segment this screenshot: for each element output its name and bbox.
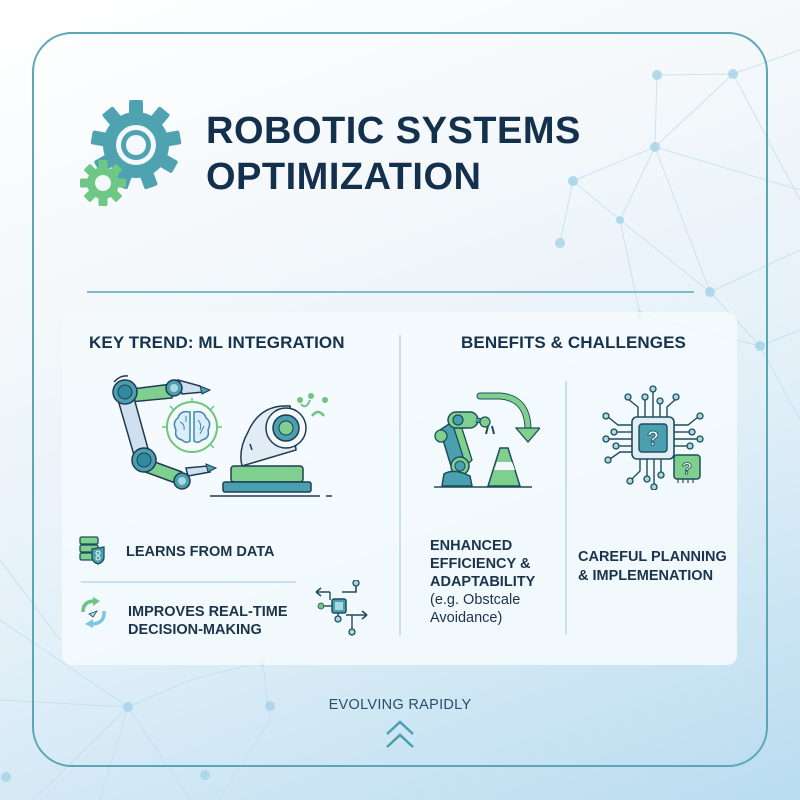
title-line-1: ROBOTIC SYSTEMS (206, 110, 581, 152)
gears-icon (80, 100, 182, 206)
improves-decision-label: IMPROVES REAL-TIME DECISION-MAKING (128, 603, 288, 639)
title-line-2: OPTIMIZATION (206, 156, 482, 198)
benefit-challenge-divider (565, 381, 567, 634)
circuit-decision-icon (315, 580, 368, 636)
benefit-example-1: (e.g. Obstcale (430, 592, 521, 608)
svg-text:?: ? (647, 428, 659, 450)
improves-line-1: IMPROVES REAL-TIME (128, 604, 288, 620)
benefit-example-2: Avoidance) (430, 610, 503, 626)
benefit-line-1: ENHANCED (430, 538, 513, 554)
benefit-line-2: EFFICIENCY & (430, 556, 531, 572)
svg-text:?: ? (682, 459, 692, 478)
robot-arm-brain-camera-illustration (112, 375, 332, 497)
improves-line-2: DECISION-MAKING (128, 622, 262, 638)
challenge-line-2: & IMPLEMENATION (578, 568, 714, 584)
double-chevron-up-icon (386, 720, 414, 748)
key-trend-title: KEY TREND: ML INTEGRATION (89, 333, 345, 352)
benefit-text: ENHANCED EFFICIENCY & ADAPTABILITY (e.g.… (430, 537, 535, 627)
content-frame (32, 32, 768, 767)
benefit-line-3: ADAPTABILITY (430, 574, 536, 590)
data-server-shield-icon (79, 536, 105, 565)
item-divider (81, 581, 296, 583)
header-divider (87, 291, 694, 293)
chip-question-icon: ? ? (602, 385, 704, 490)
footer-label: EVOLVING RAPIDLY (328, 697, 472, 713)
challenge-line-1: CAREFUL PLANNING (578, 549, 727, 565)
challenge-text: CAREFUL PLANNING & IMPLEMENATION (578, 548, 738, 586)
section-divider (399, 335, 401, 635)
benefits-challenges-title: BENEFITS & CHALLENGES (461, 333, 687, 352)
learns-from-data-label: LEARNS FROM DATA (126, 544, 275, 560)
page-title: ROBOTIC SYSTEMS OPTIMIZATION (206, 108, 581, 200)
refresh-cycle-icon (81, 597, 106, 628)
robot-arm-cone-icon (434, 392, 540, 488)
